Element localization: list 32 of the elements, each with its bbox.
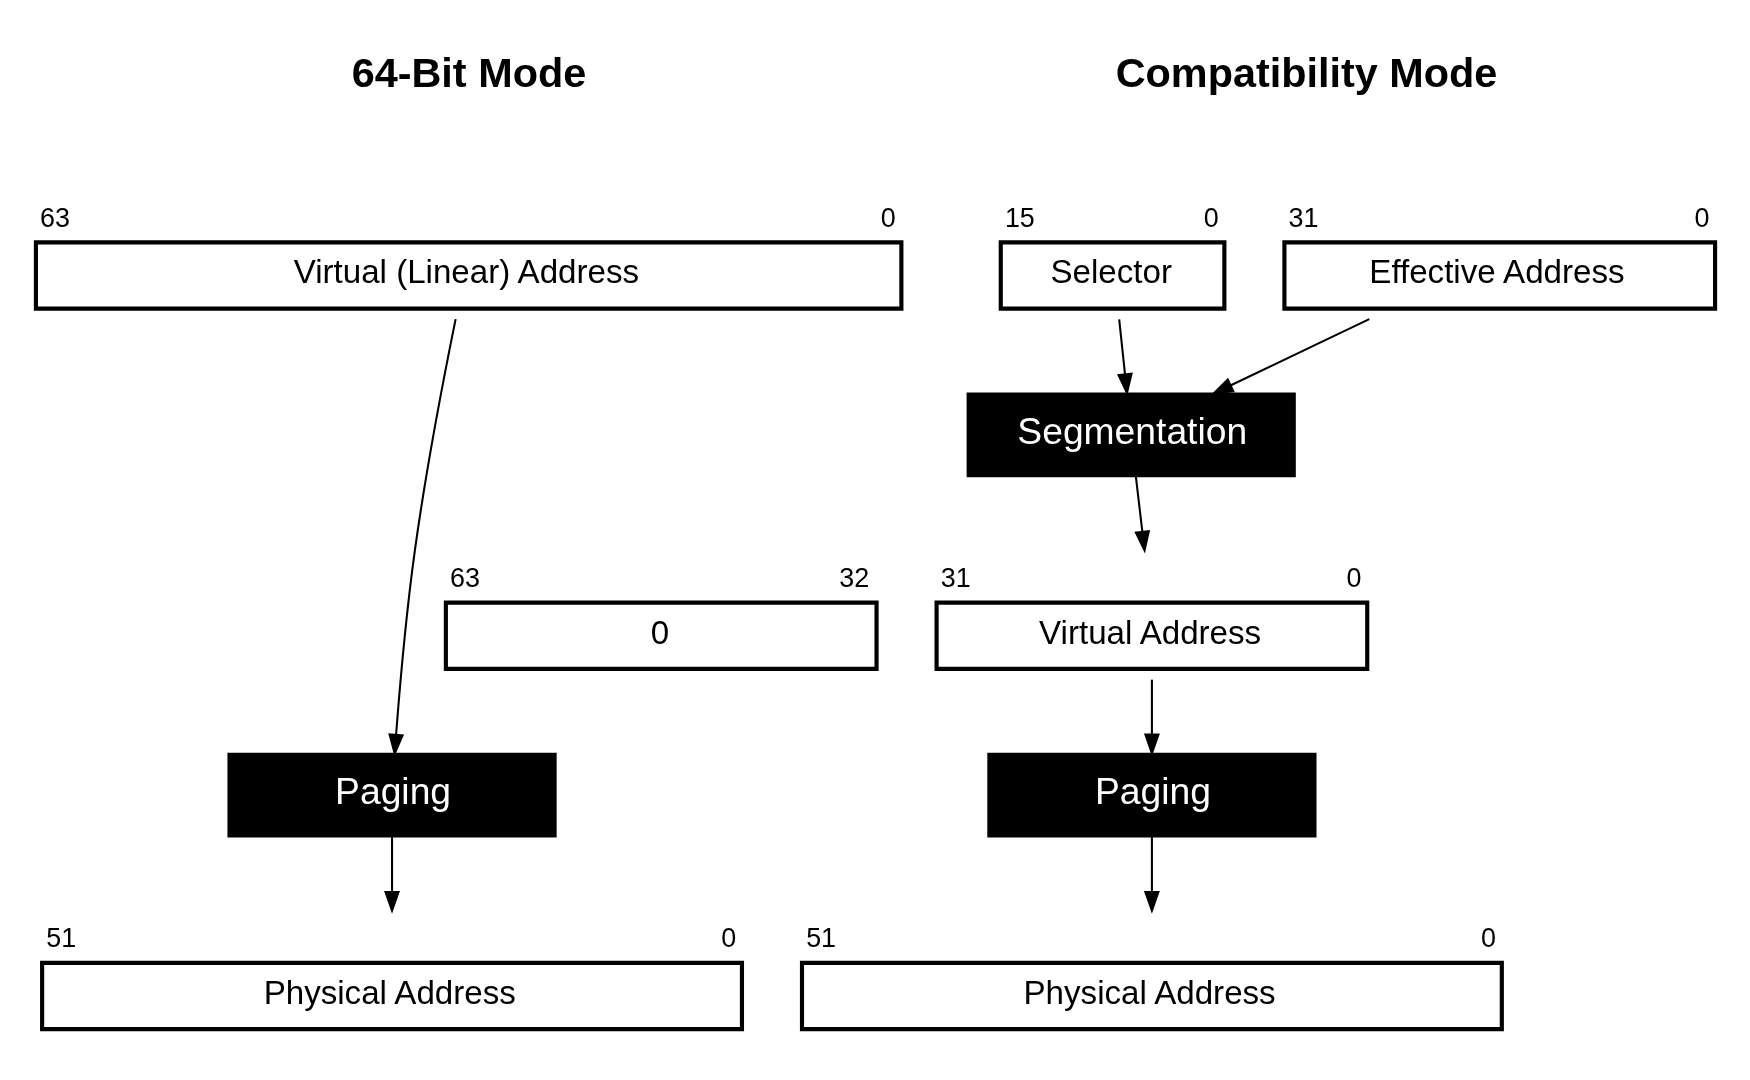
node-box: Paging [226,752,557,838]
node-box: Virtual (Linear) Address [33,239,903,311]
label: Compatibility Mode [1115,49,1497,96]
arrow [383,836,400,914]
node-label: 0 [1346,562,1362,593]
node-label: 0 [1693,202,1709,233]
node-box: Paging [986,752,1316,838]
node-label: 63 [39,202,70,233]
node-label: 31 [1288,202,1318,233]
node-label: 51 [45,922,76,953]
node-box: Effective Address [1281,239,1717,311]
node-label: 0 [1480,922,1496,953]
node-label: 31 [940,562,971,593]
node-label: 63 [449,562,480,593]
node-box: Selector [998,239,1226,311]
node-box: Physical Address [799,960,1504,1031]
node-box: Segmentation [966,391,1296,477]
node-label: 0 [720,922,736,953]
arrow [1210,317,1370,395]
node-label: 32 [838,562,869,593]
label: 64-Bit Mode [351,49,586,96]
node-label: 0 [880,202,896,233]
arrow [1116,318,1133,396]
node-box: Virtual Address [934,600,1369,671]
node-label: 0 [1203,202,1219,233]
node-label: 15 [1004,202,1035,233]
arrow [1133,476,1150,553]
node-box: 0 [443,600,879,671]
node-label: 51 [805,922,836,953]
arrow [1143,836,1160,914]
arrow [1143,679,1160,756]
node-box: Physical Address [39,960,744,1031]
